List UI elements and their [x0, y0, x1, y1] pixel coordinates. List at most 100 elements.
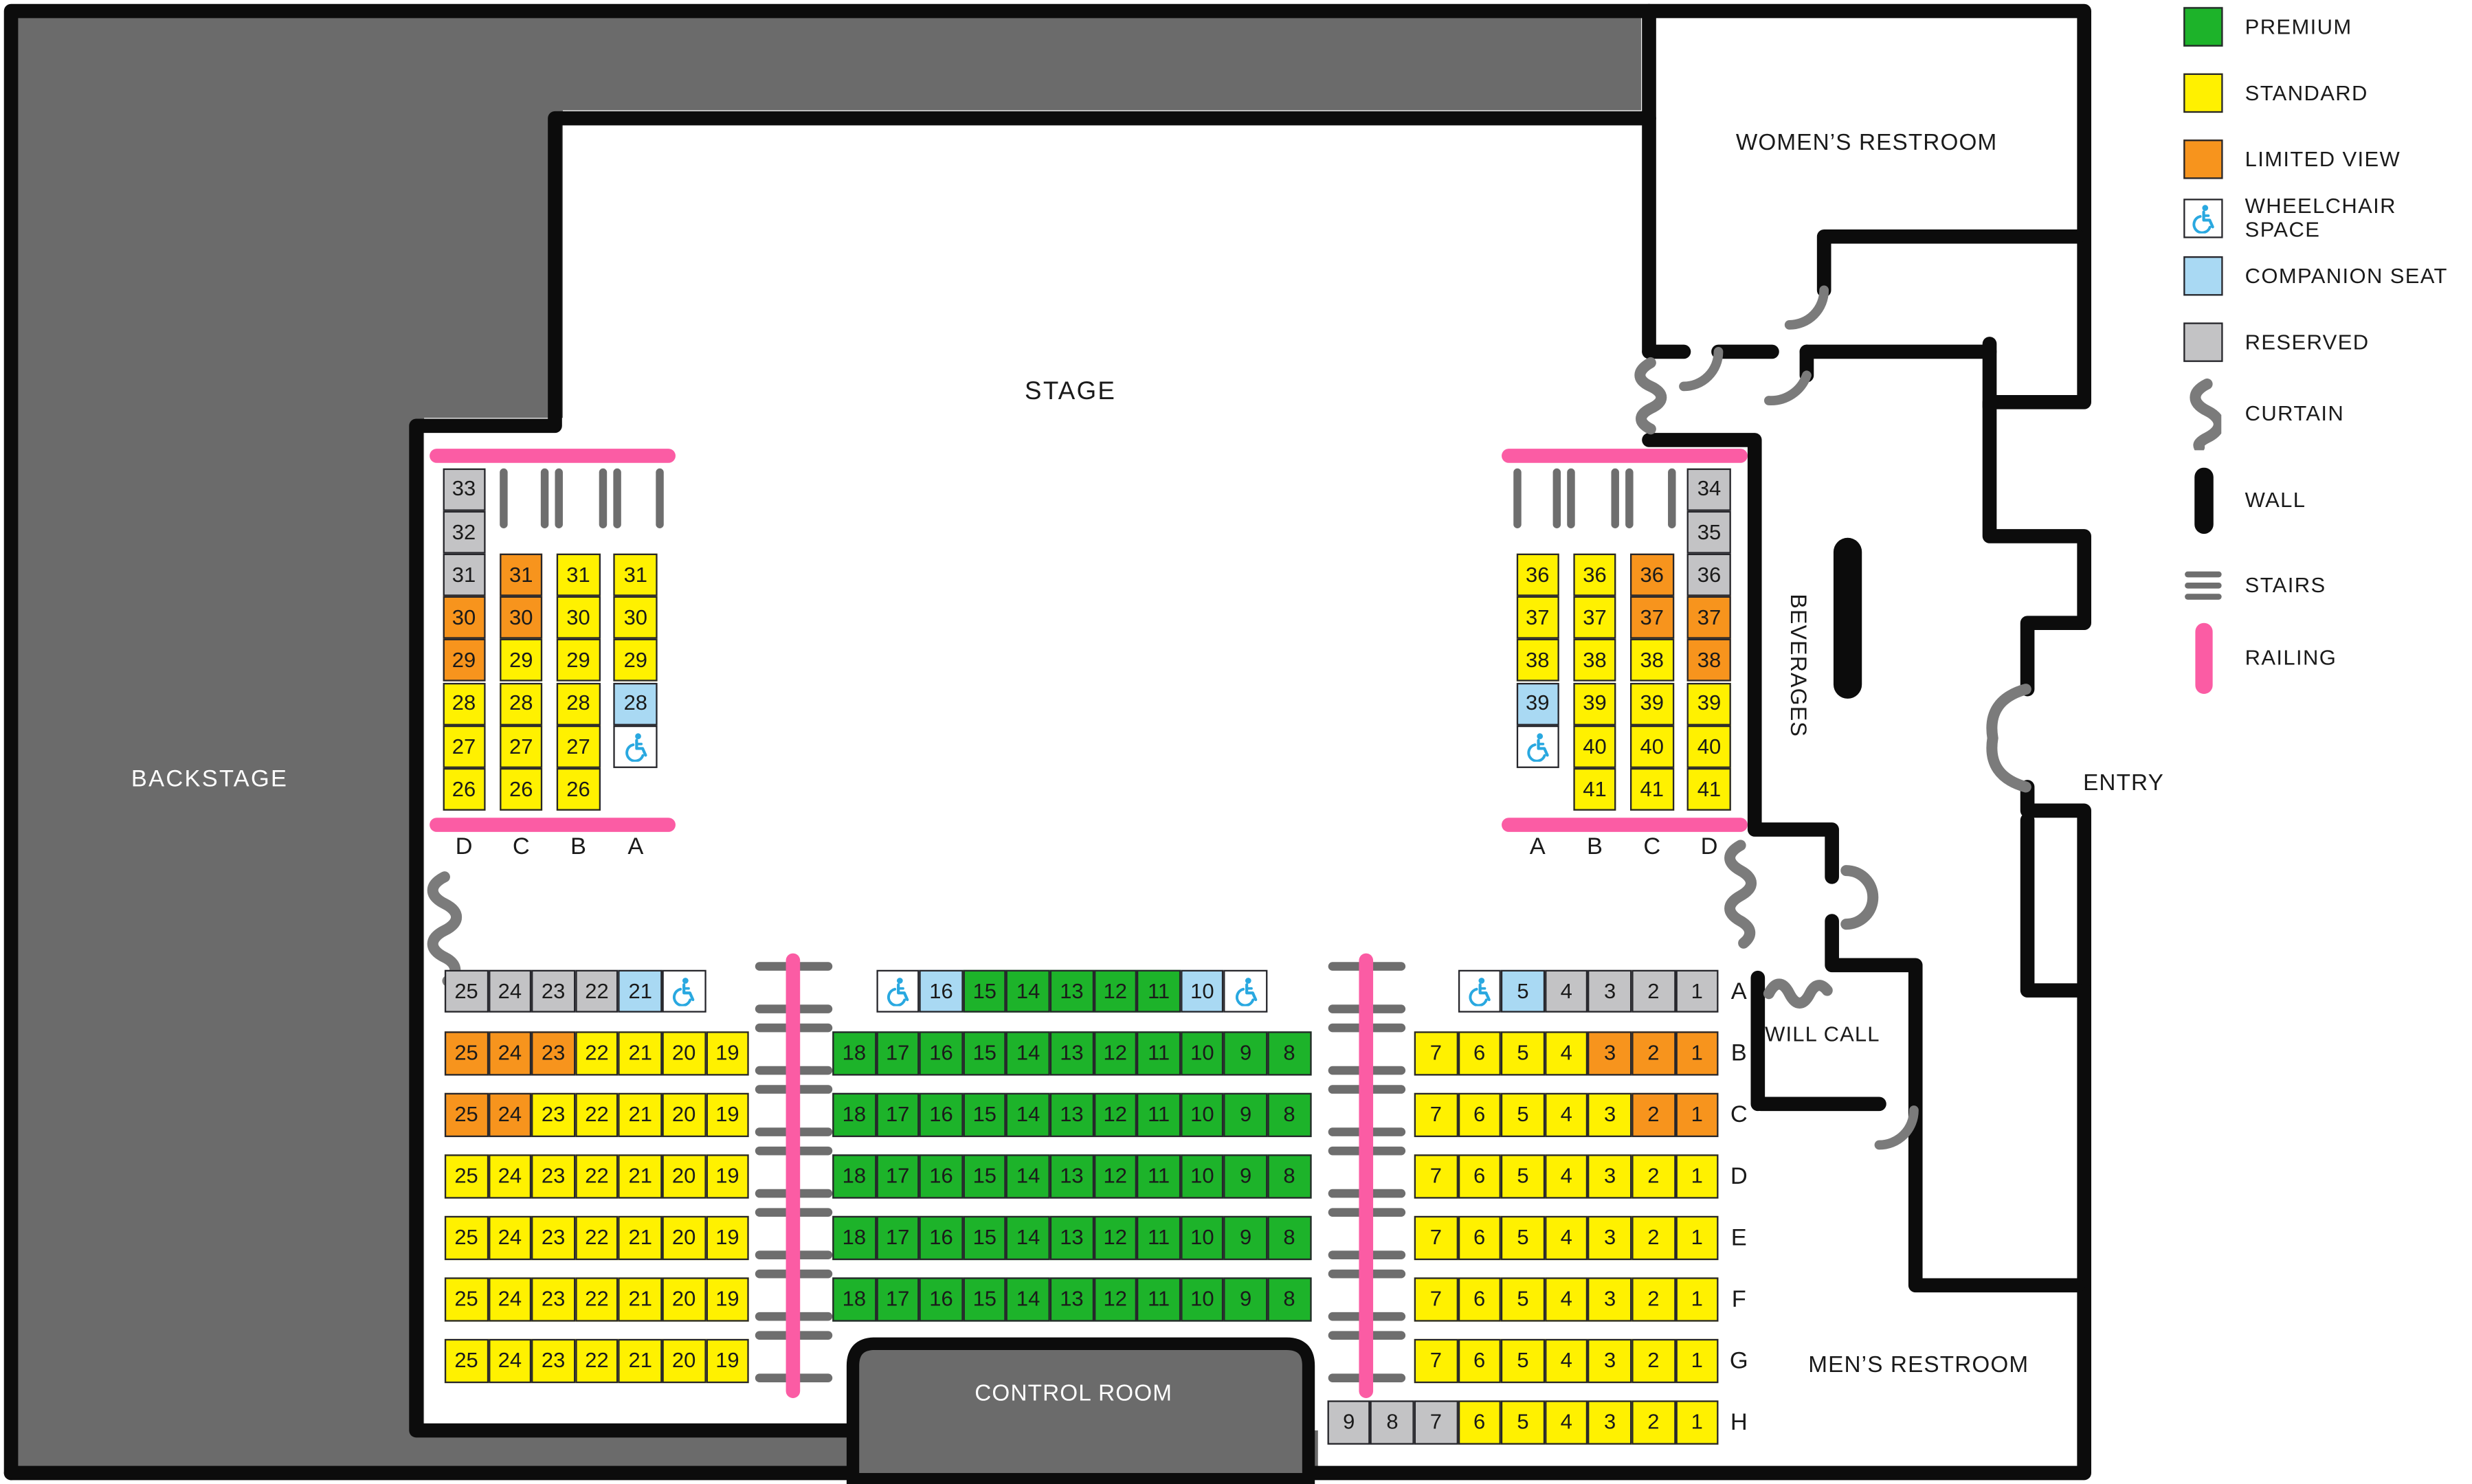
seat-standard[interactable]: 38 [1572, 639, 1617, 682]
seat-premium[interactable]: 11 [1137, 1277, 1181, 1322]
seat-premium[interactable]: 9 [1224, 1277, 1268, 1322]
seat-premium[interactable]: 18 [832, 1277, 876, 1322]
seat-standard[interactable]: 1 [1675, 1277, 1719, 1322]
wheelchair-seat[interactable] [876, 969, 920, 1013]
seat-standard[interactable]: 37 [1572, 596, 1617, 640]
seat-premium[interactable]: 14 [1006, 1154, 1050, 1199]
wheelchair-seat[interactable] [662, 969, 706, 1013]
seat-standard[interactable]: 2 [1632, 1215, 1675, 1261]
seat-standard[interactable]: 5 [1501, 1400, 1545, 1445]
seat-standard[interactable]: 4 [1544, 1277, 1588, 1322]
seat-standard[interactable]: 19 [705, 1215, 750, 1261]
seat-premium[interactable]: 11 [1137, 1215, 1181, 1261]
seat-premium[interactable]: 8 [1267, 1031, 1311, 1076]
seat-standard[interactable]: 22 [575, 1154, 619, 1199]
seat-premium[interactable]: 15 [963, 969, 1007, 1013]
seat-standard[interactable]: 29 [499, 639, 543, 682]
seat-standard[interactable]: 27 [442, 725, 486, 768]
seat-premium[interactable]: 14 [1006, 969, 1050, 1013]
seat-premium[interactable]: 17 [876, 1277, 920, 1322]
wheelchair-seat[interactable] [1458, 969, 1502, 1013]
seat-reserved[interactable]: 3 [1588, 969, 1632, 1013]
seat-standard[interactable]: 24 [488, 1277, 532, 1322]
seat-reserved[interactable]: 23 [531, 969, 575, 1013]
seat-premium[interactable]: 13 [1049, 1031, 1094, 1076]
seat-premium[interactable]: 18 [832, 1031, 876, 1076]
seat-premium[interactable]: 11 [1137, 1031, 1181, 1076]
seat-standard[interactable]: 31 [614, 553, 658, 596]
seat-premium[interactable]: 11 [1137, 969, 1181, 1013]
seat-limited[interactable]: 3 [1588, 1031, 1632, 1076]
seat-reserved[interactable]: 35 [1687, 510, 1731, 554]
seat-standard[interactable]: 20 [662, 1092, 706, 1138]
seat-standard[interactable]: 5 [1501, 1215, 1545, 1261]
seat-premium[interactable]: 10 [1180, 1092, 1225, 1138]
seat-standard[interactable]: 6 [1458, 1031, 1502, 1076]
seat-standard[interactable]: 30 [614, 596, 658, 640]
seat-companion[interactable]: 21 [619, 969, 662, 1013]
seat-premium[interactable]: 13 [1049, 969, 1094, 1013]
seat-standard[interactable]: 29 [556, 639, 601, 682]
seat-standard[interactable]: 5 [1501, 1092, 1545, 1138]
seat-standard[interactable]: 28 [442, 682, 486, 726]
seat-standard[interactable]: 23 [531, 1277, 575, 1322]
seat-premium[interactable]: 11 [1137, 1092, 1181, 1138]
seat-standard[interactable]: 2 [1632, 1338, 1675, 1384]
seat-standard[interactable]: 6 [1458, 1215, 1502, 1261]
seat-premium[interactable]: 17 [876, 1215, 920, 1261]
seat-standard[interactable]: 21 [619, 1338, 662, 1384]
seat-standard[interactable]: 4 [1544, 1400, 1588, 1445]
seat-standard[interactable]: 25 [444, 1338, 489, 1384]
seat-premium[interactable]: 14 [1006, 1215, 1050, 1261]
seat-limited[interactable]: 31 [499, 553, 543, 596]
seat-premium[interactable]: 18 [832, 1092, 876, 1138]
seat-premium[interactable]: 12 [1093, 1215, 1137, 1261]
seat-reserved[interactable]: 32 [442, 510, 486, 554]
seat-standard[interactable]: 3 [1588, 1277, 1632, 1322]
seat-limited[interactable]: 25 [444, 1092, 489, 1138]
seat-premium[interactable]: 12 [1093, 1031, 1137, 1076]
seat-premium[interactable]: 16 [919, 1277, 964, 1322]
seat-limited[interactable]: 38 [1687, 639, 1731, 682]
seat-reserved[interactable]: 36 [1687, 553, 1731, 596]
seat-standard[interactable]: 38 [1630, 639, 1674, 682]
seat-premium[interactable]: 12 [1093, 1277, 1137, 1322]
seat-standard[interactable]: 5 [1501, 1277, 1545, 1322]
seat-premium[interactable]: 10 [1180, 1154, 1225, 1199]
seat-standard[interactable]: 6 [1458, 1400, 1502, 1445]
seat-standard[interactable]: 21 [619, 1031, 662, 1076]
seat-standard[interactable]: 22 [575, 1031, 619, 1076]
seat-standard[interactable]: 7 [1414, 1092, 1458, 1138]
seat-standard[interactable]: 4 [1544, 1092, 1588, 1138]
seat-reserved[interactable]: 22 [575, 969, 619, 1013]
seat-limited[interactable]: 30 [499, 596, 543, 640]
seat-standard[interactable]: 39 [1572, 682, 1617, 726]
seat-standard[interactable]: 28 [556, 682, 601, 726]
seat-premium[interactable]: 16 [919, 1092, 964, 1138]
seat-standard[interactable]: 22 [575, 1092, 619, 1138]
seat-premium[interactable]: 13 [1049, 1277, 1094, 1322]
seat-companion[interactable]: 10 [1180, 969, 1225, 1013]
seat-standard[interactable]: 23 [531, 1154, 575, 1199]
seat-standard[interactable]: 41 [1630, 767, 1674, 811]
seat-reserved[interactable]: 2 [1632, 969, 1675, 1013]
seat-standard[interactable]: 23 [531, 1215, 575, 1261]
seat-limited[interactable]: 30 [442, 596, 486, 640]
seat-standard[interactable]: 38 [1515, 639, 1559, 682]
seat-standard[interactable]: 6 [1458, 1154, 1502, 1199]
seat-standard[interactable]: 26 [556, 767, 601, 811]
seat-standard[interactable]: 20 [662, 1277, 706, 1322]
seat-premium[interactable]: 14 [1006, 1031, 1050, 1076]
seat-reserved[interactable]: 34 [1687, 467, 1731, 511]
seat-premium[interactable]: 14 [1006, 1277, 1050, 1322]
seat-standard[interactable]: 7 [1414, 1338, 1458, 1384]
seat-standard[interactable]: 20 [662, 1215, 706, 1261]
seat-standard[interactable]: 6 [1458, 1338, 1502, 1384]
seat-standard[interactable]: 25 [444, 1277, 489, 1322]
seat-standard[interactable]: 2 [1632, 1400, 1675, 1445]
seat-limited[interactable]: 2 [1632, 1031, 1675, 1076]
seat-standard[interactable]: 3 [1588, 1338, 1632, 1384]
seat-standard[interactable]: 5 [1501, 1031, 1545, 1076]
seat-premium[interactable]: 8 [1267, 1277, 1311, 1322]
seat-standard[interactable]: 24 [488, 1338, 532, 1384]
